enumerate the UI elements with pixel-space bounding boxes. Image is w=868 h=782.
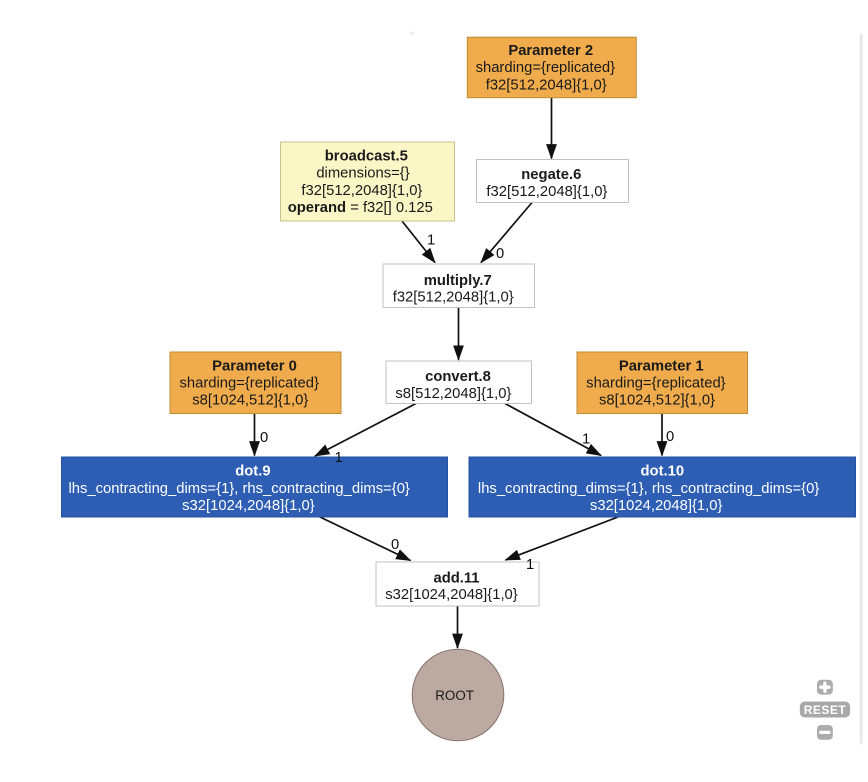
svg-text:lhs_contracting_dims={1}, rhs_: lhs_contracting_dims={1}, rhs_contractin… xyxy=(69,481,410,497)
svg-text:convert.8: convert.8 xyxy=(425,369,491,385)
svg-text:operand = f32[] 0.125: operand = f32[] 0.125 xyxy=(288,200,433,216)
svg-text:1: 1 xyxy=(335,450,343,466)
svg-text:ROOT: ROOT xyxy=(435,688,474,703)
svg-text:1: 1 xyxy=(526,557,534,573)
svg-text:s8[512,2048]{1,0}: s8[512,2048]{1,0} xyxy=(395,386,511,402)
svg-text:0: 0 xyxy=(496,246,504,262)
svg-text:sharding={replicated}: sharding={replicated} xyxy=(586,376,726,392)
svg-text:1: 1 xyxy=(582,432,590,448)
svg-text:0: 0 xyxy=(391,537,399,553)
svg-text:RESET: RESET xyxy=(804,703,847,717)
svg-text:dot.10: dot.10 xyxy=(641,464,685,480)
svg-text:Parameter 2: Parameter 2 xyxy=(508,43,593,59)
svg-text:multiply.7: multiply.7 xyxy=(424,273,492,289)
svg-text:s32[1024,2048]{1,0}: s32[1024,2048]{1,0} xyxy=(182,498,315,514)
svg-text:0: 0 xyxy=(666,429,674,445)
svg-text:sharding={replicated}: sharding={replicated} xyxy=(476,60,616,76)
svg-text:s32[1024,2048]{1,0}: s32[1024,2048]{1,0} xyxy=(385,587,518,603)
svg-text:negate.6: negate.6 xyxy=(521,167,581,183)
svg-text:s8[1024,512]{1,0}: s8[1024,512]{1,0} xyxy=(599,393,715,409)
svg-text:Parameter 1: Parameter 1 xyxy=(619,358,704,374)
svg-text:dot.9: dot.9 xyxy=(235,464,270,480)
svg-text:broadcast.5: broadcast.5 xyxy=(325,149,408,165)
svg-text:f32[512,2048]{1,0}: f32[512,2048]{1,0} xyxy=(393,290,514,306)
svg-text:Parameter 0: Parameter 0 xyxy=(212,358,297,374)
svg-text:f32[512,2048]{1,0}: f32[512,2048]{1,0} xyxy=(486,77,607,93)
svg-text:1: 1 xyxy=(427,233,435,249)
svg-text:s8[1024,512]{1,0}: s8[1024,512]{1,0} xyxy=(192,393,308,409)
svg-text:sharding={replicated}: sharding={replicated} xyxy=(179,376,319,392)
svg-text:dimensions={}: dimensions={} xyxy=(316,166,409,182)
svg-text:0: 0 xyxy=(260,430,268,446)
svg-text:f32[512,2048]{1,0}: f32[512,2048]{1,0} xyxy=(301,183,422,199)
svg-text:s32[1024,2048]{1,0}: s32[1024,2048]{1,0} xyxy=(590,498,723,514)
svg-text:f32[512,2048]{1,0}: f32[512,2048]{1,0} xyxy=(486,184,607,200)
svg-text:lhs_contracting_dims={1}, rhs_: lhs_contracting_dims={1}, rhs_contractin… xyxy=(478,481,819,497)
svg-text:add.11: add.11 xyxy=(433,570,479,586)
